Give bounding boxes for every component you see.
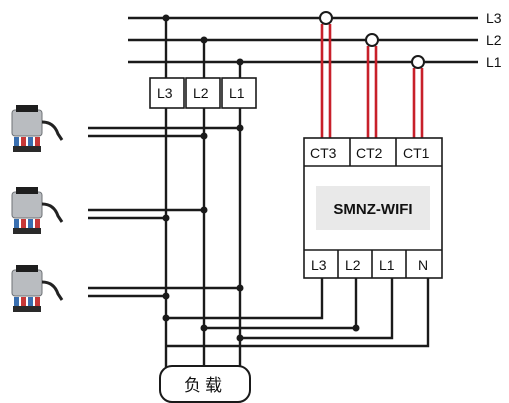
meter-input-wires: [162, 278, 430, 348]
bus-label-l1: L1: [486, 54, 502, 70]
ct-port-label-ct3: CT3: [310, 145, 337, 161]
terminal-l1: [221, 77, 257, 109]
inverter-cable: [41, 202, 64, 223]
ct-sensors: [319, 11, 425, 138]
ct2-ring-icon: [365, 33, 379, 47]
junction-dot: [236, 124, 244, 132]
meter-model-label: SMNZ-WIFI: [333, 201, 412, 218]
inverter-connector: [21, 137, 26, 146]
junction-dot: [236, 284, 244, 292]
inverter-connector: [14, 219, 19, 228]
ct1-ring-icon: [411, 55, 425, 69]
load-label: 负载: [184, 376, 226, 396]
junction-dot: [200, 36, 208, 44]
meter-l1-return: [240, 278, 394, 340]
ct-port-label-ct1: CT1: [403, 145, 430, 161]
load-box: [159, 365, 251, 403]
inverter-connector-base: [13, 306, 41, 312]
junction-dot: [162, 214, 170, 222]
inverter-heatsink: [16, 265, 38, 272]
junction-dot: [200, 132, 208, 140]
smart-meter: CT3 CT2 CT1 SMNZ-WIFI L3 L2 L1 N: [303, 137, 443, 279]
input-label-n: N: [418, 257, 428, 273]
inverter-connector-base: [13, 228, 41, 234]
junction-dot: [162, 314, 170, 322]
inverter-connector: [35, 137, 40, 146]
meter-l3-return: [166, 278, 324, 320]
inverter-connector: [35, 297, 40, 306]
junction-dot: [352, 324, 360, 332]
inverter-connector: [35, 219, 40, 228]
inverter-connector: [28, 219, 33, 228]
inverter-heatsink: [16, 105, 38, 112]
model-plate: [316, 186, 430, 230]
terminal-l2: [185, 77, 221, 109]
input-label-l2: L2: [345, 257, 361, 273]
terminal-block: L3 L2 L1: [149, 77, 257, 109]
input-label-l1: L1: [379, 257, 395, 273]
inverter-body: [11, 109, 43, 137]
inverter-cable: [41, 280, 64, 301]
input-label-l3: L3: [311, 257, 327, 273]
inverter-connector-base: [13, 146, 41, 152]
main-bus: L3 L2 L1: [128, 10, 502, 70]
inverter-body: [11, 269, 43, 297]
junction-dot: [236, 334, 244, 342]
inverter-connector: [14, 297, 19, 306]
junction-dot: [236, 58, 244, 66]
inverter-connector: [28, 137, 33, 146]
micro-inverter-icon: [11, 187, 64, 234]
ct3-ring-icon: [319, 11, 333, 25]
terminal-drops: [162, 14, 244, 78]
terminal-label-l2: L2: [193, 85, 209, 101]
micro-inverter-icon: [11, 105, 64, 152]
bus-label-l2: L2: [486, 32, 502, 48]
inverter-connector: [21, 297, 26, 306]
junction-dot: [200, 324, 208, 332]
inverter-connector: [14, 137, 19, 146]
inverter-feeds: [88, 124, 244, 300]
ct-port-label-ct2: CT2: [356, 145, 383, 161]
inverter-body: [11, 191, 43, 219]
inverter-connector: [28, 297, 33, 306]
bus-label-l3: L3: [486, 10, 502, 26]
load: 负载: [159, 365, 251, 403]
junction-dot: [200, 206, 208, 214]
junction-dot: [162, 14, 170, 22]
inverter-group: [11, 105, 64, 312]
terminal-label-l3: L3: [157, 85, 173, 101]
junction-dot: [162, 292, 170, 300]
inverter-connector: [21, 219, 26, 228]
inverter-cable: [41, 120, 64, 141]
terminal-label-l1: L1: [229, 85, 245, 101]
meter-n-return: [166, 278, 430, 348]
meter-l2-return: [204, 278, 358, 330]
micro-inverter-icon: [11, 265, 64, 312]
inverter-heatsink: [16, 187, 38, 194]
